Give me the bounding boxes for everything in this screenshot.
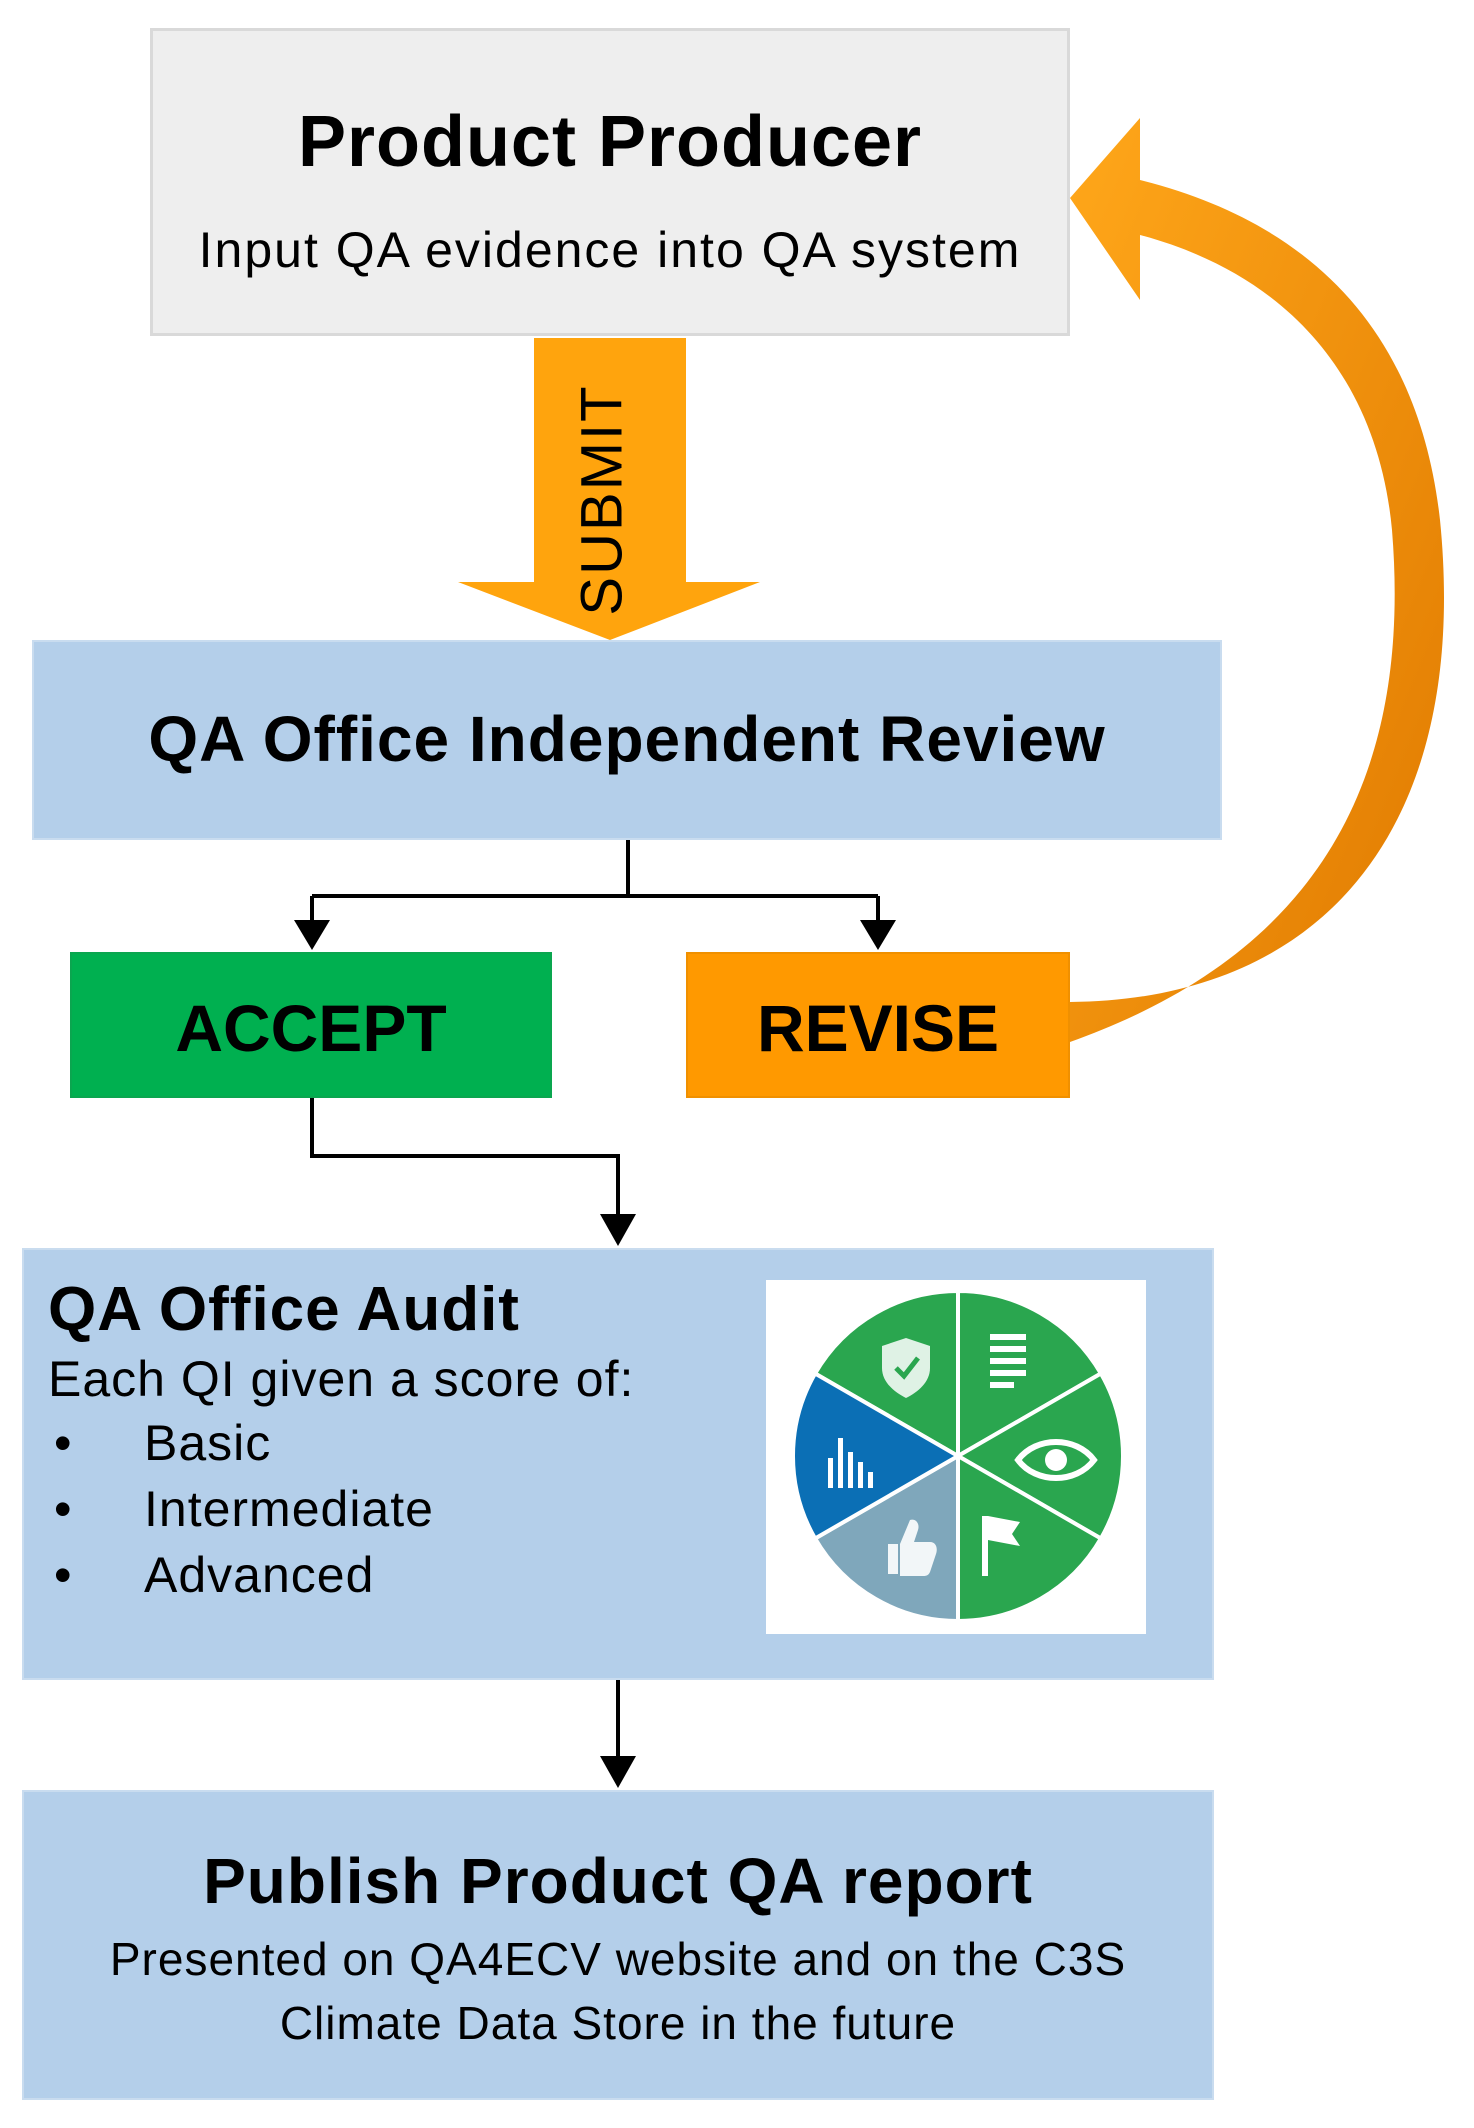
shield-check-icon <box>882 1338 930 1398</box>
thumbs-up-icon <box>888 1519 937 1576</box>
revise-box: REVISE <box>686 952 1070 1098</box>
quality-indicator-wheel <box>766 1280 1146 1634</box>
review-title: QA Office Independent Review <box>148 703 1106 775</box>
document-icon <box>990 1334 1026 1388</box>
revise-label: REVISE <box>756 991 1000 1065</box>
score-level-label: Basic <box>144 1415 272 1471</box>
publish-description-line-1: Presented on QA4ECV website and on the C… <box>109 1933 1127 1985</box>
wheel-sector-thumb <box>812 1452 960 1624</box>
accept-to-audit-connector <box>310 1098 620 1218</box>
publish-report-box: Publish Product QA report Presented on Q… <box>22 1790 1214 2100</box>
score-level-list: • Basic • Intermediate • Advanced <box>48 1410 434 1608</box>
arrowhead-to-publish <box>600 1756 636 1788</box>
wheel-sector-chart <box>791 1370 963 1542</box>
producer-subtitle: Input QA evidence into QA system <box>198 222 1022 278</box>
score-level-item: • Advanced <box>48 1542 434 1608</box>
producer-title: Product Producer <box>297 102 923 182</box>
publish-description-line-2: Climate Data Store in the future <box>279 1997 957 2049</box>
bullet: • <box>54 1481 73 1537</box>
eye-icon <box>1014 1439 1098 1481</box>
wheel-sector-eye <box>953 1370 1125 1542</box>
arrowhead-to-audit <box>600 1214 636 1246</box>
submit-arrow <box>458 338 760 640</box>
bullet: • <box>54 1415 73 1471</box>
revise-feedback-arrow <box>1070 118 1445 1042</box>
wheel-sector-flag <box>956 1452 1104 1624</box>
audit-subtitle: Each QI given a score of: <box>48 1351 635 1407</box>
arrowhead-to-accept <box>294 920 330 950</box>
score-level-item: • Intermediate <box>48 1476 434 1542</box>
bullet: • <box>54 1547 73 1603</box>
score-level-label: Advanced <box>144 1547 375 1603</box>
quality-wheel-graphic <box>791 1288 1125 1624</box>
flag-icon <box>982 1516 1020 1576</box>
publish-title: Publish Product QA report <box>203 1845 1033 1917</box>
score-level-label: Intermediate <box>144 1481 434 1537</box>
review-branch-connector <box>310 840 880 922</box>
audit-box: QA Office Audit Each QI given a score of… <box>22 1248 1214 1680</box>
wheel-sector-document <box>956 1288 1104 1460</box>
accept-box: ACCEPT <box>70 952 552 1098</box>
score-level-item: • Basic <box>48 1410 434 1476</box>
submit-label: SUBMIT <box>569 384 635 616</box>
independent-review-box: QA Office Independent Review <box>32 640 1222 840</box>
audit-title: QA Office Audit <box>48 1275 520 1344</box>
product-producer-box: Product Producer Input QA evidence into … <box>150 28 1070 336</box>
arrowhead-to-revise <box>860 920 896 950</box>
accept-label: ACCEPT <box>175 991 447 1065</box>
bar-chart-icon <box>828 1438 873 1488</box>
